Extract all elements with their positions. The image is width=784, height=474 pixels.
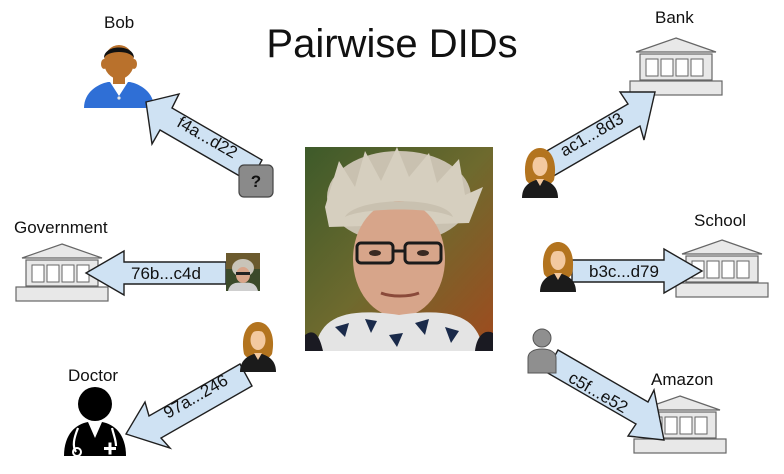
- photo-thumbnail: [226, 253, 260, 291]
- entity-label-school: School: [694, 211, 746, 230]
- doctor-did-arrow: [124, 363, 253, 450]
- entity-label-bank: Bank: [655, 8, 694, 27]
- diagram-title: Pairwise DIDs: [266, 22, 518, 66]
- question-box-icon: ?: [238, 164, 274, 198]
- woman-avatar-icon: [540, 242, 576, 292]
- entity-label-amazon: Amazon: [651, 370, 714, 389]
- anonymous-person-icon: [527, 328, 557, 374]
- did-label-school: b3c...d79: [589, 262, 659, 281]
- doctor-icon: [64, 387, 126, 457]
- entity-label-bob: Bob: [104, 13, 135, 32]
- woman-avatar-icon: [240, 322, 276, 372]
- man-avatar-icon: [84, 45, 154, 108]
- did-label-government: 76b...c4d: [131, 264, 201, 283]
- question-mark: ?: [251, 172, 261, 191]
- entity-label-doctor: Doctor: [68, 366, 119, 385]
- central-portrait-photo: [305, 147, 493, 351]
- entity-label-government: Government: [14, 218, 108, 237]
